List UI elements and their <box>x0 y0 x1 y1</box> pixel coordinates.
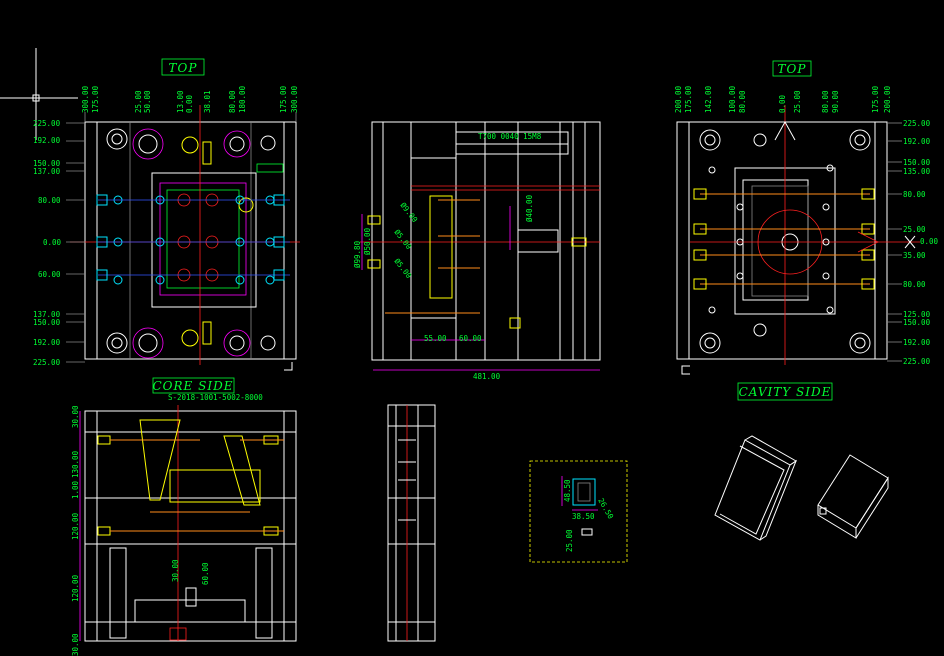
svg-text:192.00: 192.00 <box>903 137 931 146</box>
dim-text: 150.00 <box>33 318 61 327</box>
dim-text: 80.00 <box>228 90 237 113</box>
right-plan-view[interactable] <box>676 105 920 365</box>
svg-text:Ø50.00: Ø50.00 <box>363 227 372 255</box>
dim-text: 300.00 <box>290 85 299 113</box>
svg-text:150.00: 150.00 <box>903 318 931 327</box>
svg-text:CAVITY SIDE: CAVITY SIDE <box>739 385 832 399</box>
svg-text:200.00: 200.00 <box>883 85 892 113</box>
svg-text:120.00: 120.00 <box>71 512 80 540</box>
left-plan-left-dimensions: 225.00 192.00 150.00 137.00 80.00 0.00 6… <box>33 119 85 367</box>
detail-dimensions: 48.50 38.50 26.50 25.00 <box>563 479 616 552</box>
isometric-part-block[interactable] <box>817 454 889 539</box>
svg-text:142.00: 142.00 <box>704 85 713 113</box>
svg-text:481.00: 481.00 <box>473 372 501 381</box>
bottom-left-section-view[interactable] <box>84 405 297 642</box>
svg-text:35.00: 35.00 <box>903 251 926 260</box>
svg-text:130.00: 130.00 <box>71 450 80 478</box>
dim-text: 137.00 <box>33 167 61 176</box>
svg-text:150.00: 150.00 <box>903 158 931 167</box>
svg-text:192.00: 192.00 <box>903 338 931 347</box>
dim-text: 180.00 <box>238 85 247 113</box>
svg-text:200.00: 200.00 <box>674 85 683 113</box>
dim-text: 225.00 <box>33 358 61 367</box>
svg-text:55.00: 55.00 <box>424 334 447 343</box>
svg-text:1.00: 1.00 <box>71 480 80 499</box>
svg-text:80.00: 80.00 <box>903 280 926 289</box>
svg-text:80.00: 80.00 <box>903 190 926 199</box>
svg-text:25.00: 25.00 <box>565 529 574 552</box>
dim-text: 300.00 <box>81 85 90 113</box>
left-plan-view[interactable]: S-2018-1001-5002-8000 <box>70 105 300 402</box>
svg-text:38.50: 38.50 <box>572 512 595 521</box>
center-section-dimensions: Ø99.80 Ø50.00 Ø40.00 Ø9.00 Ø5.00 Ø5.00 5… <box>353 194 600 381</box>
svg-text:225.00: 225.00 <box>903 119 931 128</box>
bottom-left-dimensions: 30.00 130.00 1.00 120.00 120.00 30.00 30… <box>71 405 210 656</box>
svg-text:26.50: 26.50 <box>596 497 615 521</box>
dim-text: 38.01 <box>203 90 212 113</box>
dim-text: 192.00 <box>33 136 61 145</box>
right-plan-top-dimensions: 200.00 175.00 142.00 100.00 80.00 0.00 2… <box>674 85 892 113</box>
cavity-side-label: CAVITY SIDE <box>737 382 833 401</box>
svg-text:90.00: 90.00 <box>831 90 840 113</box>
dim-text: 175.00 <box>91 85 100 113</box>
dim-text: 50.00 <box>143 90 152 113</box>
svg-text:CORE SIDE: CORE SIDE <box>153 379 234 393</box>
svg-text:Ø40.00: Ø40.00 <box>525 194 534 222</box>
svg-text:80.00: 80.00 <box>821 90 830 113</box>
dim-text: 0.00 <box>43 238 62 247</box>
svg-text:125.00: 125.00 <box>903 310 931 319</box>
svg-text:25.00: 25.00 <box>903 225 926 234</box>
svg-text:TOP: TOP <box>778 62 807 76</box>
dim-text: 137.00 <box>33 310 61 319</box>
svg-text:175.00: 175.00 <box>684 85 693 113</box>
center-section-view[interactable]: T700 0040 15M8 <box>360 121 601 361</box>
crosshair-cursor <box>0 48 78 140</box>
svg-text:80.00: 80.00 <box>738 90 747 113</box>
svg-text:100.00: 100.00 <box>728 85 737 113</box>
svg-text:135.00: 135.00 <box>903 167 931 176</box>
dim-text: 25.00 <box>134 90 143 113</box>
dim-text: 13.00 <box>176 90 185 113</box>
top-label-right: TOP <box>772 60 812 77</box>
isometric-part-frame[interactable] <box>714 435 798 541</box>
right-plan-right-dimensions: 225.00 192.00 150.00 135.00 80.00 25.00 … <box>887 119 939 366</box>
svg-text:30.00: 30.00 <box>71 405 80 428</box>
svg-text:225.00: 225.00 <box>903 357 931 366</box>
svg-text:0.00: 0.00 <box>920 237 939 246</box>
dim-text: 60.00 <box>38 270 61 279</box>
svg-text:TOP: TOP <box>169 61 198 75</box>
svg-text:60.00: 60.00 <box>459 334 482 343</box>
detail-view[interactable] <box>529 460 628 563</box>
dim-text: 175.00 <box>279 85 288 113</box>
core-side-label: CORE SIDE <box>153 377 235 394</box>
dim-text: 225.00 <box>33 119 61 128</box>
side-elevation-view[interactable] <box>387 404 436 642</box>
corner-mark <box>284 362 293 371</box>
dim-text: 80.00 <box>38 196 61 205</box>
svg-text:120.00: 120.00 <box>71 574 80 602</box>
dim-text: 192.00 <box>33 338 61 347</box>
svg-text:Ø9.00: Ø9.00 <box>398 201 419 225</box>
left-plan-top-dimensions: 300.00 175.00 25.00 50.00 13.00 0.00 38.… <box>81 85 299 113</box>
top-label-left: TOP <box>161 58 205 76</box>
corner-mark <box>681 365 690 375</box>
dim-text: 150.00 <box>33 159 61 168</box>
left-plan-note: S-2018-1001-5002-8000 <box>168 393 263 402</box>
svg-text:175.00: 175.00 <box>871 85 880 113</box>
svg-text:48.50: 48.50 <box>563 479 572 502</box>
dim-text: 0.00 <box>185 94 194 113</box>
svg-text:0.00: 0.00 <box>778 94 787 113</box>
svg-text:30.00: 30.00 <box>71 633 80 656</box>
plate-text: T700 0040 15M8 <box>478 132 542 141</box>
svg-text:30.00: 30.00 <box>171 559 180 582</box>
svg-text:Ø99.80: Ø99.80 <box>353 240 362 268</box>
svg-text:60.00: 60.00 <box>201 562 210 585</box>
svg-text:25.00: 25.00 <box>793 90 802 113</box>
